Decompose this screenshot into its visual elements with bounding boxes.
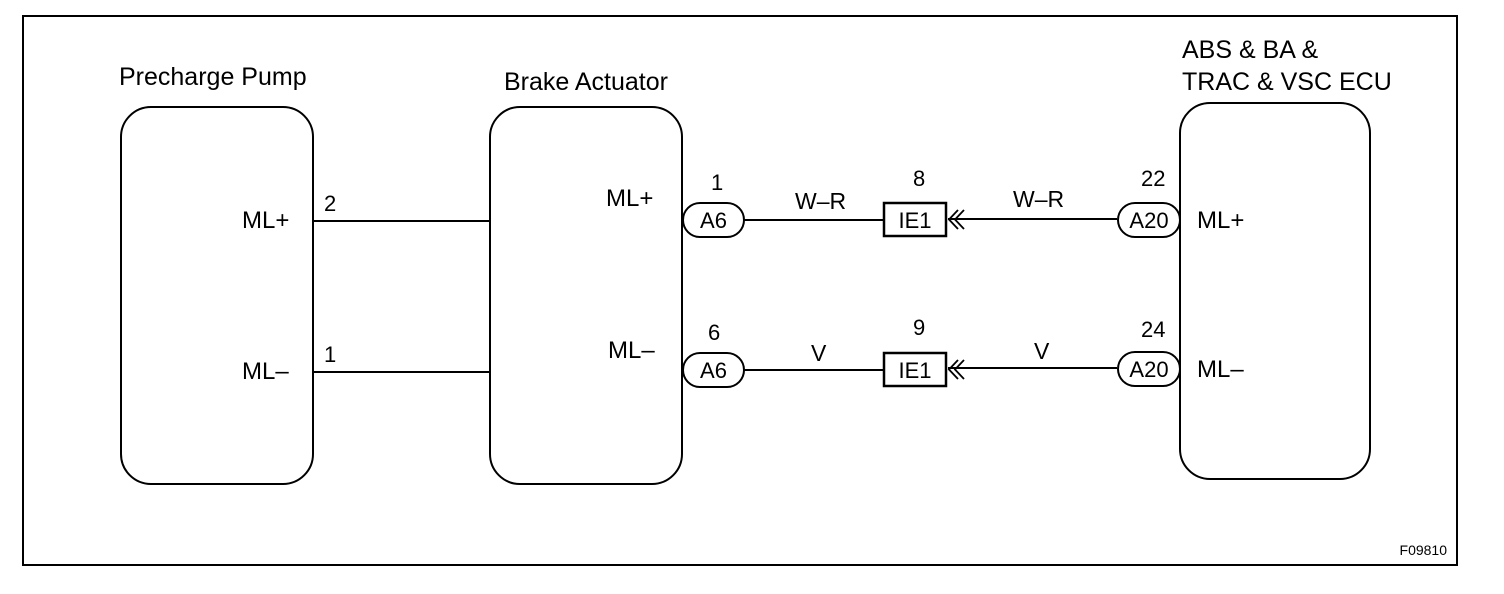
a20-connector-bottom xyxy=(1117,351,1181,387)
chevron-connector-icon-top xyxy=(947,209,965,230)
ecu-title-line1: ABS & BA & xyxy=(1182,36,1319,64)
a6-connector-bottom-label: A6 xyxy=(700,358,727,383)
wire-color-bottom-right: V xyxy=(1034,338,1050,364)
precharge-pump-title: Precharge Pump xyxy=(119,63,307,91)
a20-connector-top xyxy=(1117,202,1181,238)
a6-connector-bottom xyxy=(682,352,745,388)
ie1-connector-bottom xyxy=(882,351,948,388)
a20-connector-bottom-label: A20 xyxy=(1129,357,1168,382)
ie1-connector-bottom-label: IE1 xyxy=(898,358,931,383)
figure-code: F09810 xyxy=(1400,542,1448,558)
ecu-title-line2: TRAC & VSC ECU xyxy=(1182,68,1392,96)
pump-pin-number-ml-minus: 1 xyxy=(324,342,336,367)
ecu-pin-name-ml-plus: ML+ xyxy=(1197,207,1244,234)
ie1-connector-top-label: IE1 xyxy=(898,208,931,233)
ecu-box xyxy=(1179,102,1371,480)
ecu-pin-number-ml-minus: 24 xyxy=(1141,317,1165,342)
ecu-pin-name-ml-minus: ML– xyxy=(1197,356,1244,383)
actuator-pin-number-ml-minus: 6 xyxy=(708,320,720,345)
pump-pin-name-ml-minus: ML– xyxy=(242,358,289,385)
diagram-frame xyxy=(22,15,1458,566)
precharge-pump-box xyxy=(120,106,314,485)
wire-color-top-left: W–R xyxy=(795,188,846,214)
brake-actuator-box xyxy=(489,106,683,485)
ecu-pin-number-ml-plus: 22 xyxy=(1141,166,1165,191)
a6-connector-top-label: A6 xyxy=(700,208,727,233)
a6-connector-top xyxy=(682,202,745,238)
ie1-pin-number-top: 8 xyxy=(913,166,925,191)
ie1-pin-number-bottom: 9 xyxy=(913,315,925,340)
actuator-pin-name-ml-minus: ML– xyxy=(608,337,655,364)
brake-actuator-title: Brake Actuator xyxy=(504,68,668,96)
actuator-pin-number-ml-plus: 1 xyxy=(711,170,723,195)
pump-pin-number-ml-plus: 2 xyxy=(324,191,336,216)
a20-connector-top-label: A20 xyxy=(1129,208,1168,233)
wire-color-bottom-left: V xyxy=(811,340,827,366)
chevron-connector-icon-bottom xyxy=(947,359,965,380)
ie1-connector-top xyxy=(882,201,948,238)
wire-color-top-right: W–R xyxy=(1013,186,1064,212)
pump-pin-name-ml-plus: ML+ xyxy=(242,207,289,234)
actuator-pin-name-ml-plus: ML+ xyxy=(606,185,653,212)
